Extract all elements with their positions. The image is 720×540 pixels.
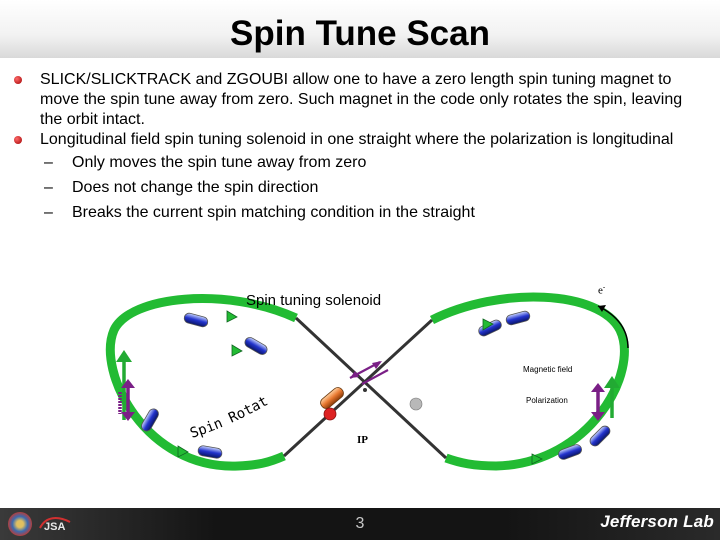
magnet-icon <box>244 337 268 355</box>
bullet-dot-icon <box>14 76 22 84</box>
ring-triangle-icon <box>531 453 543 465</box>
page-number: 3 <box>355 515 365 532</box>
arrowhead-icon <box>372 361 382 369</box>
bullet-list: SLICK/SLICKTRACK and ZGOUBI allow one to… <box>14 70 704 225</box>
dash-marker: – <box>44 179 53 196</box>
arrowhead-icon <box>121 412 135 421</box>
sub-bullet-3-text: Breaks the current spin matching conditi… <box>72 204 475 221</box>
bullet-1-text: SLICK/SLICKTRACK and ZGOUBI allow one to… <box>40 71 683 128</box>
magnet-icon <box>589 425 611 447</box>
dash-marker: – <box>44 204 53 221</box>
ring-triangle-icon <box>177 445 189 458</box>
ring-triangle-icon <box>482 318 494 331</box>
electron-label: e- <box>598 283 605 297</box>
magnet-icon <box>183 312 209 328</box>
sub-bullet-2: – Does not change the spin direction <box>14 175 704 200</box>
spin-tuning-solenoid <box>320 387 344 409</box>
electron-symbol: e <box>598 284 603 297</box>
polarization-label: Polarization <box>526 396 568 405</box>
title-band <box>0 0 720 58</box>
arrowhead-icon <box>591 383 605 392</box>
sub-bullet-1-text: Only moves the spin tune away from zero <box>72 154 367 171</box>
page-title: Spin Tune Scan <box>230 14 490 53</box>
electron-charge: - <box>602 283 606 291</box>
ring-triangle-icon <box>226 310 238 323</box>
sub-bullet-2-text: Does not change the spin direction <box>72 179 319 196</box>
jsa-logo-icon: JSA <box>39 517 71 533</box>
ip-label: IP <box>357 434 368 446</box>
arrowhead-icon <box>604 376 620 388</box>
bullet-dot-icon <box>14 136 22 144</box>
jefferson-lab-logo: Jefferson Lab <box>600 512 714 531</box>
ip-crossing-point <box>363 388 367 392</box>
magnet-icon <box>478 319 502 337</box>
magnet-icon <box>141 408 159 432</box>
sub-bullet-1: – Only moves the spin tune away from zero <box>14 150 704 175</box>
arrowhead-icon <box>598 305 606 312</box>
ring-triangle-icon <box>231 344 243 357</box>
spin-rotator-marker <box>323 407 337 421</box>
bullet-1: SLICK/SLICKTRACK and ZGOUBI allow one to… <box>14 70 704 130</box>
bullet-2-text: Longitudinal field spin tuning solenoid … <box>40 131 674 148</box>
magnet-icon <box>558 444 582 460</box>
straight-line-1 <box>294 316 448 460</box>
ring-right-arc <box>429 292 629 471</box>
solenoid-field-arrow-2 <box>361 369 389 385</box>
arrowhead-icon <box>350 371 359 378</box>
dash-marker: – <box>44 154 53 171</box>
bullet-2: Longitudinal field spin tuning solenoid … <box>14 130 704 150</box>
grey-marker <box>409 397 423 411</box>
arrowhead-icon <box>591 412 605 421</box>
footer-bar: JSA 3 Jefferson Lab <box>0 508 720 540</box>
arrowhead-icon <box>116 350 132 362</box>
magnet-icon <box>505 310 531 326</box>
ring-left-arc <box>105 294 298 471</box>
solenoid-label: Spin tuning solenoid <box>246 292 382 309</box>
figure-eight-diagram: Spin Rotator <box>0 270 629 471</box>
straight-line-2 <box>282 318 434 458</box>
svg-text:JSA: JSA <box>44 521 65 533</box>
magnetic-field-label: Magnetic field <box>523 365 573 374</box>
doe-seal-icon <box>8 512 32 536</box>
sub-bullet-3: – Breaks the current spin matching condit… <box>14 200 704 225</box>
arrowhead-icon <box>121 379 135 388</box>
magnet-icon <box>197 445 223 459</box>
